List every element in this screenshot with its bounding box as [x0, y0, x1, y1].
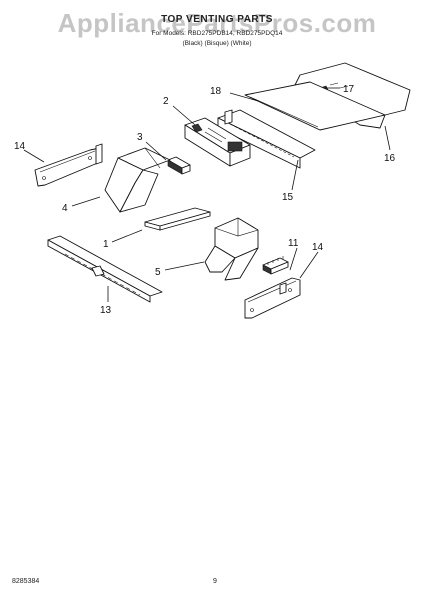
part-14-bracket-left [34, 143, 103, 187]
callout-14-left: 14 [14, 141, 26, 152]
part-15-channel [217, 109, 316, 169]
page-title: TOP VENTING PARTS [161, 14, 273, 25]
part-3-block [167, 156, 191, 175]
part-1-bar [144, 207, 211, 231]
part-14-bracket-right [244, 277, 301, 319]
callout-1: 1 [103, 239, 109, 250]
callout-18: 18 [210, 86, 222, 97]
callout-11: 11 [288, 238, 299, 249]
watermark: AppliancePartsPros.com [57, 8, 377, 38]
callout-4: 4 [62, 203, 68, 214]
part-4-duct [104, 147, 171, 213]
part-13-rail [47, 235, 163, 303]
callout-5: 5 [155, 267, 161, 278]
doc-number: 8285384 [12, 578, 40, 585]
callout-3: 3 [137, 132, 143, 143]
part-11-terminal-strip [262, 256, 289, 275]
callout-17: 17 [343, 84, 355, 95]
callouts: 17 18 16 15 2 3 14 4 1 5 11 14 13 [14, 84, 396, 316]
leader-lines [23, 87, 391, 302]
callout-15: 15 [282, 192, 294, 203]
callout-16: 16 [384, 153, 396, 164]
part-2-switch-assembly [184, 117, 251, 167]
part-18-panel [244, 81, 386, 131]
callout-14-right: 14 [312, 242, 324, 253]
model-list: For Models: RBD275PDB14, RBD275PDQ14 [151, 30, 283, 37]
page-number: 9 [213, 578, 217, 585]
color-list: (Black) (Bisque) (White) [182, 40, 252, 47]
callout-2: 2 [163, 96, 169, 107]
callout-13: 13 [100, 305, 112, 316]
part-5-support [204, 217, 259, 281]
